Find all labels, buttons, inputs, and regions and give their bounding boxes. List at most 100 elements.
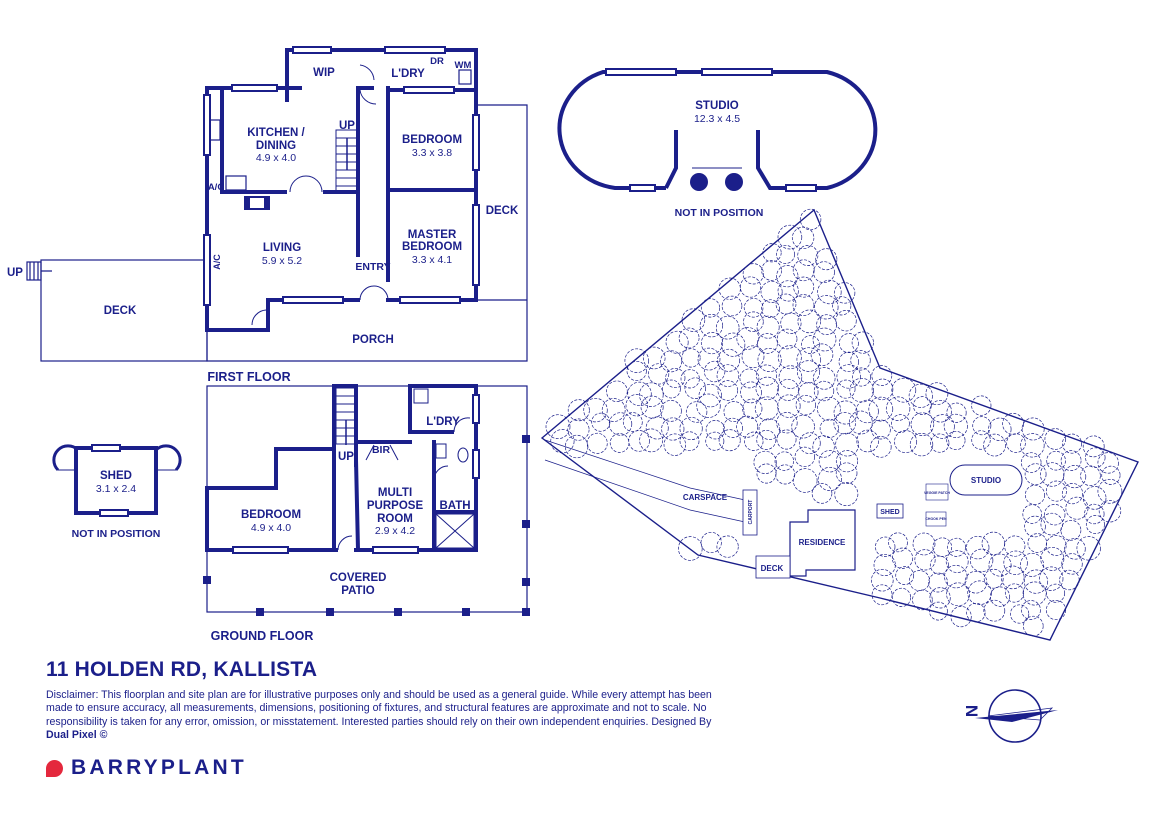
tree-icon bbox=[609, 433, 630, 453]
tree-icon bbox=[988, 553, 1012, 577]
tree-icon bbox=[1000, 565, 1025, 590]
tree-icon bbox=[815, 248, 838, 271]
tree-icon bbox=[665, 367, 686, 389]
tree-icon bbox=[852, 367, 871, 387]
tree-icon bbox=[801, 335, 820, 354]
tree-icon bbox=[1045, 535, 1067, 556]
tree-icon bbox=[697, 347, 721, 371]
tree-icon bbox=[932, 537, 953, 557]
ground-floor-caption: GROUND FLOOR bbox=[211, 629, 314, 643]
wip-label: WIP bbox=[313, 67, 335, 79]
tree-icon bbox=[795, 394, 816, 416]
tree-icon bbox=[645, 416, 669, 440]
tree-icon bbox=[754, 396, 779, 421]
tree-icon bbox=[894, 430, 918, 454]
tree-icon bbox=[761, 260, 782, 281]
tree-icon bbox=[856, 429, 879, 453]
tree-icon bbox=[912, 396, 932, 415]
brand-mark-icon bbox=[46, 759, 63, 777]
tree-icon bbox=[740, 381, 762, 404]
tree-icon bbox=[1021, 417, 1045, 441]
window bbox=[384, 46, 446, 54]
bir-doors bbox=[365, 444, 399, 461]
gf-bedroom-label: BEDROOM bbox=[241, 509, 301, 521]
disclaimer-text: Disclaimer: This floorplan and site plan… bbox=[46, 689, 712, 728]
laundry-tub bbox=[413, 388, 429, 404]
tree-icon bbox=[838, 351, 859, 373]
tree-icon bbox=[567, 418, 590, 441]
tree-icon bbox=[624, 348, 650, 373]
tree-icon bbox=[791, 226, 815, 250]
tree-icon bbox=[715, 315, 740, 340]
tree-icon bbox=[627, 381, 652, 407]
window bbox=[232, 546, 289, 554]
tree-icon bbox=[838, 333, 859, 354]
tree-icon bbox=[835, 432, 859, 457]
tree-icon bbox=[756, 315, 780, 339]
tree-icon bbox=[834, 482, 859, 507]
gf-bedroom-dims: 4.9 x 4.0 bbox=[251, 522, 291, 534]
tree-icon bbox=[1021, 600, 1041, 620]
tree-icon bbox=[925, 382, 949, 406]
tree-icon bbox=[753, 450, 777, 474]
tree-icon bbox=[983, 568, 1004, 589]
washer-label: WM bbox=[455, 60, 472, 71]
tree-icon bbox=[1097, 478, 1123, 504]
tree-icon bbox=[798, 432, 821, 455]
laundry-label: L'DRY bbox=[391, 68, 425, 80]
multi-label-1: MULTI bbox=[378, 487, 412, 499]
shed-plan: SHED 3.1 x 2.4 NOT IN POSITION bbox=[52, 444, 182, 540]
window bbox=[372, 546, 419, 554]
bedroom-dims: 3.3 x 3.8 bbox=[412, 147, 452, 159]
bedroom-label: BEDROOM bbox=[402, 134, 462, 146]
tree-icon bbox=[1082, 435, 1105, 458]
tree-icon bbox=[811, 483, 833, 504]
carspace-label: CARSPACE bbox=[683, 493, 728, 502]
tree-icon bbox=[966, 602, 986, 623]
tree-icon bbox=[810, 343, 834, 367]
first-floor-caption: FIRST FLOOR bbox=[207, 370, 290, 384]
tree-icon bbox=[716, 535, 739, 558]
tree-icon bbox=[628, 430, 650, 452]
tree-icon bbox=[718, 277, 741, 300]
tree-icon bbox=[1044, 504, 1066, 526]
compass-rose-icon: N bbox=[962, 689, 1058, 743]
tree-icon bbox=[912, 589, 933, 611]
tree-icon bbox=[814, 295, 839, 320]
shed-note: NOT IN POSITION bbox=[72, 528, 161, 540]
gf-stair-up-label: UP bbox=[338, 451, 354, 463]
tree-icon bbox=[1046, 583, 1066, 603]
tree-icon bbox=[794, 446, 815, 468]
tree-icon bbox=[774, 451, 794, 471]
tree-icon bbox=[819, 418, 839, 438]
disclaimer: Disclaimer: This floorplan and site plan… bbox=[46, 689, 736, 743]
window bbox=[472, 114, 480, 171]
studio-post bbox=[690, 173, 708, 191]
window bbox=[203, 94, 211, 156]
tree-icon bbox=[717, 348, 741, 372]
patio-label-1: COVERED bbox=[330, 572, 387, 584]
tree-icon bbox=[744, 431, 764, 451]
first-floor-plan: WIP L'DRY DR WM KITCHEN / DINING 4.9 x 4… bbox=[7, 46, 528, 384]
tree-icon bbox=[739, 368, 760, 389]
tree-icon bbox=[678, 536, 703, 561]
tree-icon bbox=[705, 420, 726, 440]
studio-post bbox=[725, 173, 743, 191]
porch-label: PORCH bbox=[352, 334, 394, 346]
tree-icon bbox=[871, 419, 891, 440]
tree-icon bbox=[796, 360, 821, 384]
tree-icon bbox=[793, 276, 815, 298]
tree-icon bbox=[567, 399, 590, 422]
tree-icon bbox=[660, 400, 682, 422]
tree-icon bbox=[679, 431, 700, 452]
tree-icon bbox=[989, 586, 1011, 607]
tree-icon bbox=[972, 416, 992, 436]
entry-door bbox=[359, 285, 389, 301]
tree-icon bbox=[966, 535, 990, 560]
tree-icon bbox=[836, 379, 856, 399]
tree-icon bbox=[988, 417, 1012, 441]
tree-icon bbox=[1063, 465, 1087, 489]
tree-icon bbox=[964, 570, 988, 594]
tree-icon bbox=[1020, 433, 1045, 458]
